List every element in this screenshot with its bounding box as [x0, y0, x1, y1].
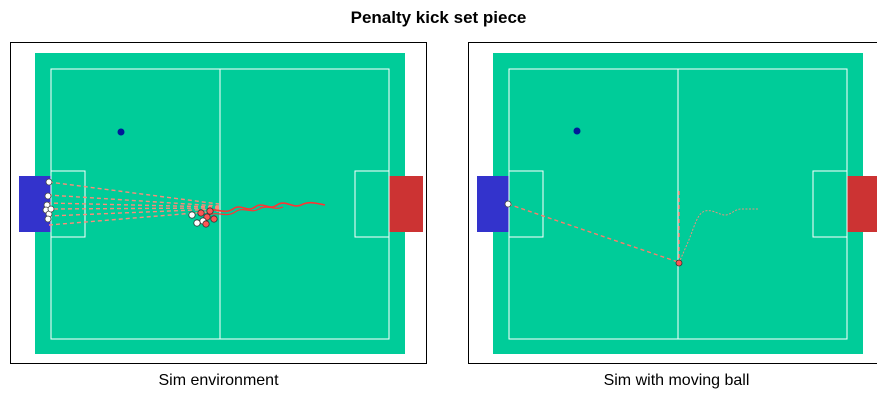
caption-sim-moving-ball: Sim with moving ball — [468, 372, 877, 390]
ball — [676, 260, 682, 266]
defender-player — [118, 129, 125, 136]
goalkeeper — [505, 201, 511, 207]
caption-sim-environment: Sim environment — [10, 372, 427, 390]
figure-title: Penalty kick set piece — [0, 8, 877, 28]
right-goal — [389, 176, 423, 232]
right-goal — [847, 176, 877, 232]
defender-player — [574, 128, 581, 135]
panel-sim-environment — [10, 42, 427, 364]
left-goal — [477, 176, 509, 232]
panel-sim-moving-ball — [468, 42, 877, 364]
